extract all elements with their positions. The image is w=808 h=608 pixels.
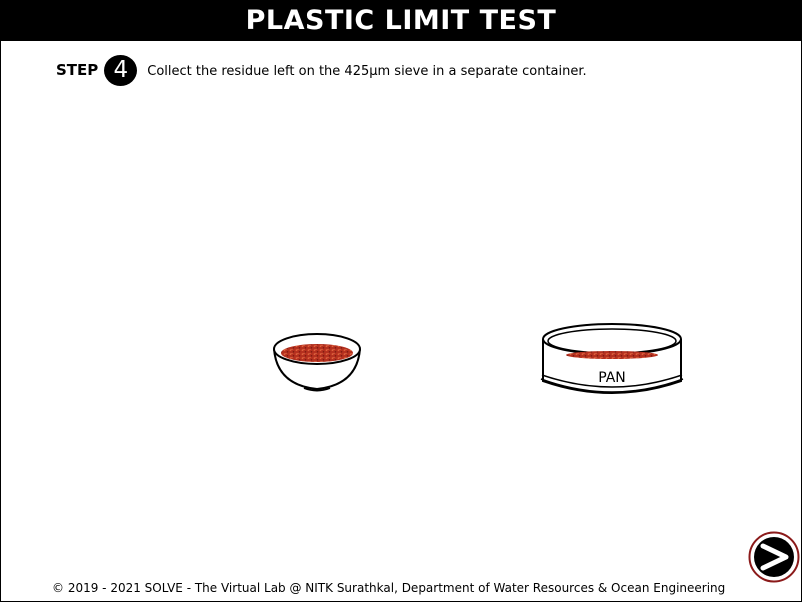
step-number-badge: 4 xyxy=(104,54,138,86)
soil-bowl-icon[interactable] xyxy=(271,329,363,393)
next-arrow-icon[interactable] xyxy=(748,531,800,583)
step-instruction-row: STEP 4 Collect the residue left on the 4… xyxy=(56,53,587,87)
step-label: STEP xyxy=(56,61,99,79)
footer-copyright: © 2019 - 2021 SOLVE - The Virtual Lab @ … xyxy=(52,581,726,595)
page-title: PLASTIC LIMIT TEST xyxy=(1,1,801,41)
pan-label: PAN xyxy=(598,370,626,386)
step-instruction-text: Collect the residue left on the 425µm si… xyxy=(147,64,587,79)
sieve-pan-icon[interactable] xyxy=(539,321,685,401)
